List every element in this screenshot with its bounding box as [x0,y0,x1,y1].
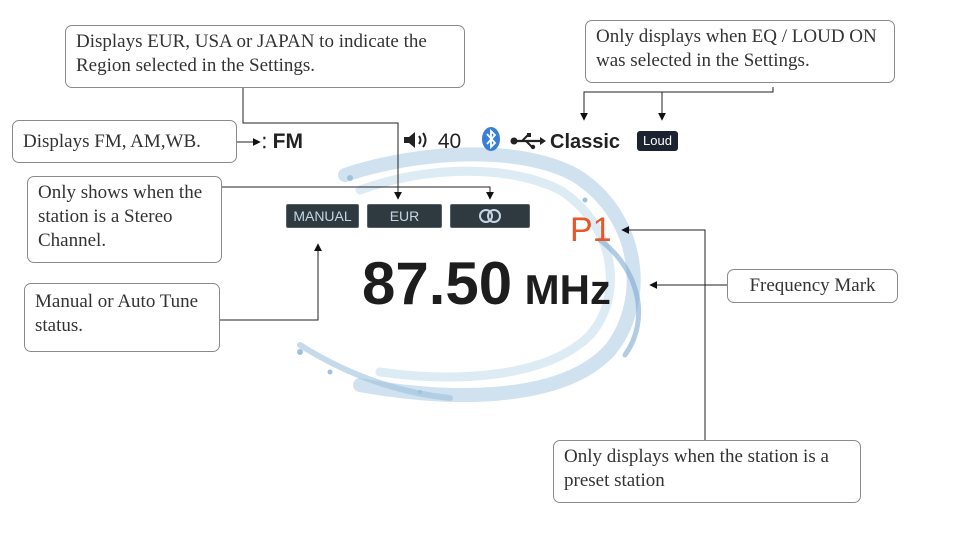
callout-eq-loud: Only displays when EQ / LOUD ON was sele… [585,20,895,83]
frequency-unit: MHz [524,266,611,313]
region-chip: EUR [367,204,442,228]
callout-stereo: Only shows when the station is a Stereo … [27,176,222,263]
frequency-value: 87.50 [362,250,513,317]
bluetooth-icon [480,126,502,157]
tune-mode-chip: MANUAL [286,204,359,228]
signal-icon: ⁚ [262,135,267,152]
stereo-chip [450,204,530,228]
usb-icon [510,132,546,155]
water-splash [297,147,642,402]
speaker-icon [402,130,438,153]
connector-region [242,88,402,200]
connector-stereo [222,186,494,200]
connector-preset [621,226,706,440]
callout-frequency: Frequency Mark [727,269,898,303]
volume-value: 40 [437,130,462,153]
band-label: FM [272,130,303,153]
volume-indicator: 40 [402,130,461,154]
callout-preset: Only displays when the station is a pres… [553,440,861,503]
band-indicator: ⁚ FM [262,130,303,156]
frequency-readout: 87.50 MHz [362,252,611,322]
connector-tune [220,243,322,321]
loud-badge: Loud [637,131,678,151]
stereo-icon [479,209,501,223]
callout-band: Displays FM, AM,WB. [12,120,237,163]
preset-indicator: P1 [570,211,612,249]
eq-mode: Classic [550,131,621,153]
callout-tune: Manual or Auto Tune status. [24,283,220,352]
connector-eq [580,87,774,121]
callout-region: Displays EUR, USA or JAPAN to indicate t… [65,25,465,88]
